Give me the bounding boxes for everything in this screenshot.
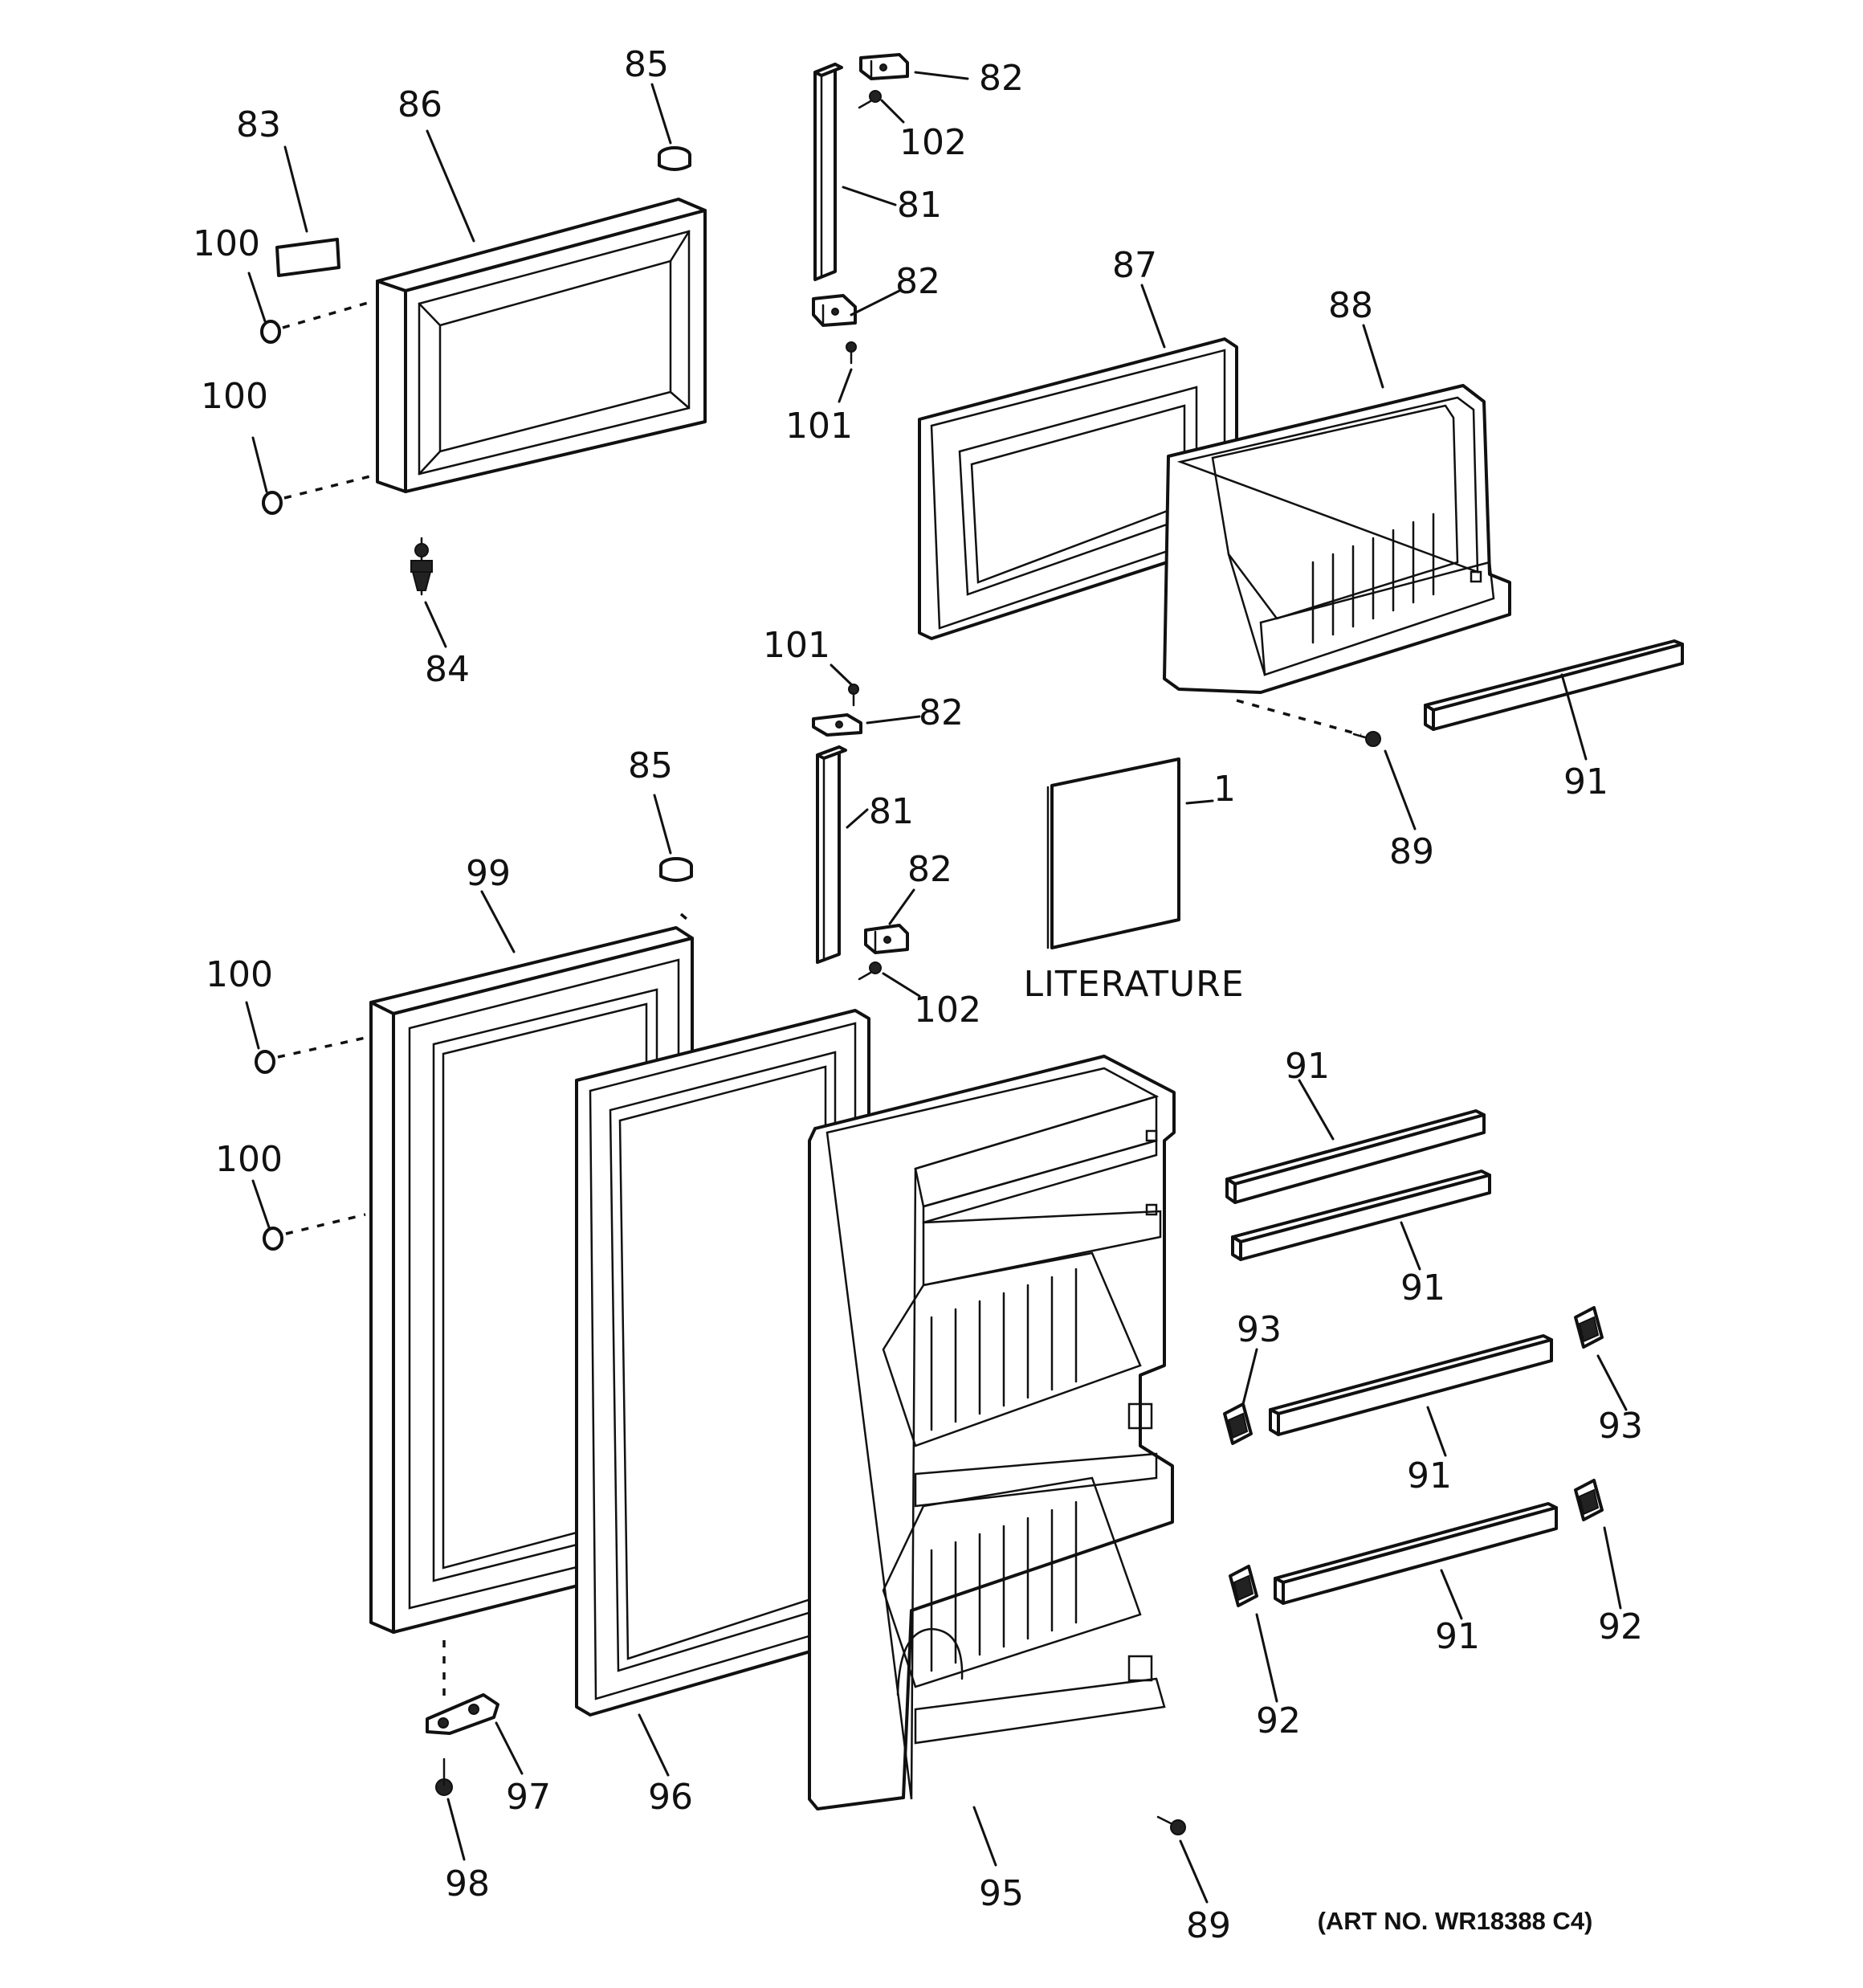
- part-91-shelf-bar-4: [1274, 1502, 1558, 1605]
- callout-101-lower: 101: [763, 625, 830, 666]
- part-82-bracket-upper-bottom: [812, 294, 857, 327]
- callout-89-lower: 89: [1186, 1905, 1231, 1946]
- callout-85-lower: 85: [628, 745, 673, 786]
- callout-100-lower-2: 100: [215, 1139, 283, 1180]
- part-89-screw-lower: [1156, 1815, 1186, 1835]
- callout-82-lower-bottom: 82: [907, 849, 952, 890]
- callout-100-lower-1: 100: [206, 954, 273, 995]
- callout-102-lower: 102: [914, 990, 981, 1031]
- part-102-screw-lower: [858, 961, 882, 981]
- part-100-plug-upper-2: [262, 474, 374, 515]
- leader-lines: [245, 71, 1628, 1904]
- callout-82-upper-top: 82: [979, 58, 1024, 99]
- part-82-bracket-lower-top: [812, 713, 862, 737]
- callout-95: 95: [979, 1873, 1024, 1914]
- callout-82-upper-bottom: 82: [895, 261, 940, 302]
- part-88-freezer-door-liner: [1163, 384, 1511, 694]
- part-85-cap-lower: [659, 857, 693, 882]
- part-93-end-cap-right: [1574, 1306, 1604, 1349]
- part-100-plug-upper-1: [260, 300, 374, 344]
- part-84-door-stop: [410, 537, 433, 596]
- part-91-shelf-bar-1: [1225, 1109, 1486, 1204]
- part-97-hinge-bracket: [426, 1640, 499, 1735]
- callout-89-upper: 89: [1389, 831, 1434, 872]
- part-83-nameplate: [275, 238, 340, 277]
- part-82-bracket-lower-bottom: [864, 924, 909, 954]
- callout-91-right-2: 91: [1400, 1268, 1445, 1308]
- part-100-plug-lower-2: [263, 1213, 366, 1251]
- part-93-end-cap-left: [1223, 1402, 1253, 1445]
- part-81-hinge-bar-upper: [813, 63, 843, 281]
- part-95-fresh-food-door-liner: [808, 1055, 1176, 1810]
- part-100-plug-lower-1: [255, 1036, 366, 1074]
- callout-102-upper: 102: [899, 122, 967, 163]
- callout-96: 96: [648, 1777, 693, 1818]
- part-101-screw-upper: [846, 341, 857, 365]
- part-86-freezer-door: [376, 198, 707, 493]
- part-82-bracket-upper-top: [859, 53, 909, 80]
- callout-81-lower: 81: [869, 791, 914, 832]
- callout-93-left: 93: [1237, 1309, 1282, 1350]
- callout-91-right-1: 91: [1285, 1046, 1330, 1087]
- literature-label: LITERATURE: [1023, 964, 1244, 1005]
- part-91-shelf-bar-2: [1231, 1170, 1491, 1261]
- part-91-shelf-bar-upper: [1424, 639, 1684, 731]
- callout-1: 1: [1213, 769, 1236, 810]
- callout-92-left: 92: [1256, 1700, 1301, 1741]
- callout-92-right: 92: [1598, 1606, 1643, 1647]
- callout-83: 83: [236, 104, 281, 145]
- part-92-end-cap-left: [1229, 1565, 1258, 1607]
- callout-98: 98: [445, 1863, 490, 1904]
- callout-82-lower-top: 82: [919, 692, 964, 733]
- part-98-screw: [435, 1757, 453, 1796]
- art-number: (ART NO. WR18388 C4): [1318, 1907, 1593, 1935]
- part-89-screw-upper: [1236, 699, 1381, 747]
- callout-91-right-4: 91: [1435, 1616, 1480, 1657]
- callout-101-upper: 101: [785, 406, 853, 447]
- callout-81-upper: 81: [897, 185, 942, 226]
- part-102-screw-upper: [858, 90, 882, 109]
- part-92-end-cap-right: [1574, 1479, 1604, 1521]
- callout-85-upper: 85: [624, 44, 669, 85]
- part-101-screw-lower: [848, 684, 859, 707]
- part-1-literature: [1046, 757, 1180, 949]
- callout-86: 86: [397, 84, 442, 125]
- callout-91-right-3: 91: [1407, 1455, 1452, 1496]
- callout-100-upper-1: 100: [193, 223, 260, 264]
- callout-84: 84: [425, 649, 470, 690]
- callout-93-right: 93: [1598, 1406, 1643, 1447]
- part-85-cap-upper: [658, 146, 691, 171]
- callout-100-upper-2: 100: [201, 376, 268, 417]
- callout-87: 87: [1112, 245, 1157, 286]
- callout-97: 97: [506, 1777, 551, 1818]
- callout-91-upper: 91: [1563, 761, 1608, 802]
- part-81-hinge-bar-lower: [816, 745, 847, 964]
- callout-88: 88: [1328, 285, 1373, 326]
- callout-99: 99: [466, 853, 511, 894]
- callouts: 83 86 85 100 100 84 82 102 81 82 101 87 …: [193, 44, 1643, 1946]
- part-91-shelf-bar-3: [1269, 1334, 1553, 1436]
